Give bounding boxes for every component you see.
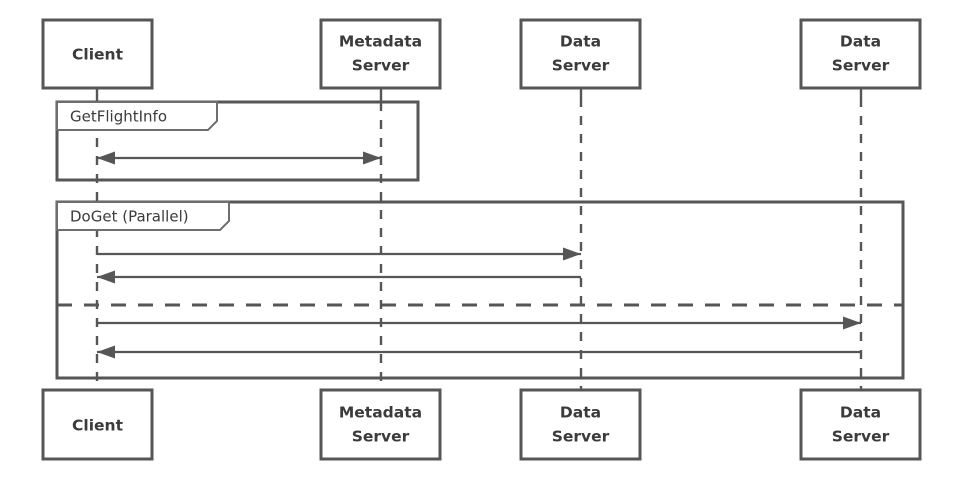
fragment-doget-label: DoGet (Parallel) bbox=[70, 208, 189, 226]
message-doget-response-1-arrowhead bbox=[97, 270, 115, 284]
participant-client-top-box bbox=[41, 18, 154, 90]
message-doget-response-2[interactable] bbox=[97, 345, 861, 359]
participant-client-bottom[interactable]: Client bbox=[41, 388, 154, 461]
participant-data1-top[interactable]: Data Server bbox=[519, 18, 642, 90]
participant-metadata-bottom-label-line2: Server bbox=[352, 428, 410, 446]
participant-data2-bottom[interactable]: Data Server bbox=[799, 388, 922, 461]
participant-client-top-label: Client bbox=[72, 46, 124, 64]
participant-metadata-top-label-line2: Server bbox=[352, 57, 410, 75]
message-getflightinfo-arrowhead-right bbox=[363, 151, 381, 165]
participant-data1-bottom-label-line2: Server bbox=[552, 428, 610, 446]
participants-footer: Client Metadata Server Data Server Data … bbox=[41, 388, 922, 461]
participant-data1-bottom[interactable]: Data Server bbox=[519, 388, 642, 461]
fragment-getflightinfo-label: GetFlightInfo bbox=[70, 108, 167, 126]
participant-client-bottom-box bbox=[41, 388, 154, 461]
message-getflightinfo-arrowhead-left bbox=[97, 151, 115, 165]
participant-metadata-bottom-box bbox=[319, 388, 442, 461]
fragment-getflightinfo-box bbox=[55, 100, 420, 182]
participant-data1-top-label-line1: Data bbox=[560, 33, 601, 51]
participant-client-top[interactable]: Client bbox=[41, 18, 154, 90]
participant-data2-top[interactable]: Data Server bbox=[799, 18, 922, 90]
participant-data2-bottom-label-line2: Server bbox=[832, 428, 890, 446]
message-doget-response-1[interactable] bbox=[97, 270, 581, 284]
message-doget-response-2-arrowhead bbox=[97, 345, 115, 359]
participant-data1-top-label-line2: Server bbox=[552, 57, 610, 75]
participant-metadata-bottom-label-line1: Metadata bbox=[339, 404, 422, 422]
participant-data2-bottom-box bbox=[799, 388, 922, 461]
participant-data2-bottom-label-line1: Data bbox=[840, 404, 881, 422]
participant-data2-top-label-line2: Server bbox=[832, 57, 890, 75]
fragment-doget-tab bbox=[56, 201, 230, 231]
participant-metadata-top[interactable]: Metadata Server bbox=[319, 18, 442, 90]
fragment-getflightinfo-tab bbox=[56, 101, 218, 131]
message-doget-request-1[interactable] bbox=[97, 247, 581, 261]
fragment-doget[interactable]: DoGet (Parallel) bbox=[55, 200, 905, 380]
lifelines-layer bbox=[95, 88, 863, 390]
participant-metadata-top-box bbox=[319, 18, 442, 90]
message-doget-request-2-arrowhead bbox=[843, 316, 861, 330]
participant-metadata-bottom[interactable]: Metadata Server bbox=[319, 388, 442, 461]
participant-data2-top-box bbox=[799, 18, 922, 90]
participant-data1-bottom-box bbox=[519, 388, 642, 461]
fragment-doget-box bbox=[55, 200, 905, 380]
participants-header: Client Metadata Server Data Server Data … bbox=[41, 18, 922, 90]
message-doget-request-2[interactable] bbox=[97, 316, 861, 330]
fragment-getflightinfo[interactable]: GetFlightInfo bbox=[55, 100, 420, 182]
participant-data2-top-label-line1: Data bbox=[840, 33, 881, 51]
participant-metadata-top-label-line1: Metadata bbox=[339, 33, 422, 51]
message-doget-request-1-arrowhead bbox=[563, 247, 581, 261]
participant-data1-top-box bbox=[519, 18, 642, 90]
message-getflightinfo[interactable] bbox=[97, 151, 381, 165]
participant-client-bottom-label: Client bbox=[72, 417, 124, 435]
participant-data1-bottom-label-line1: Data bbox=[560, 404, 601, 422]
